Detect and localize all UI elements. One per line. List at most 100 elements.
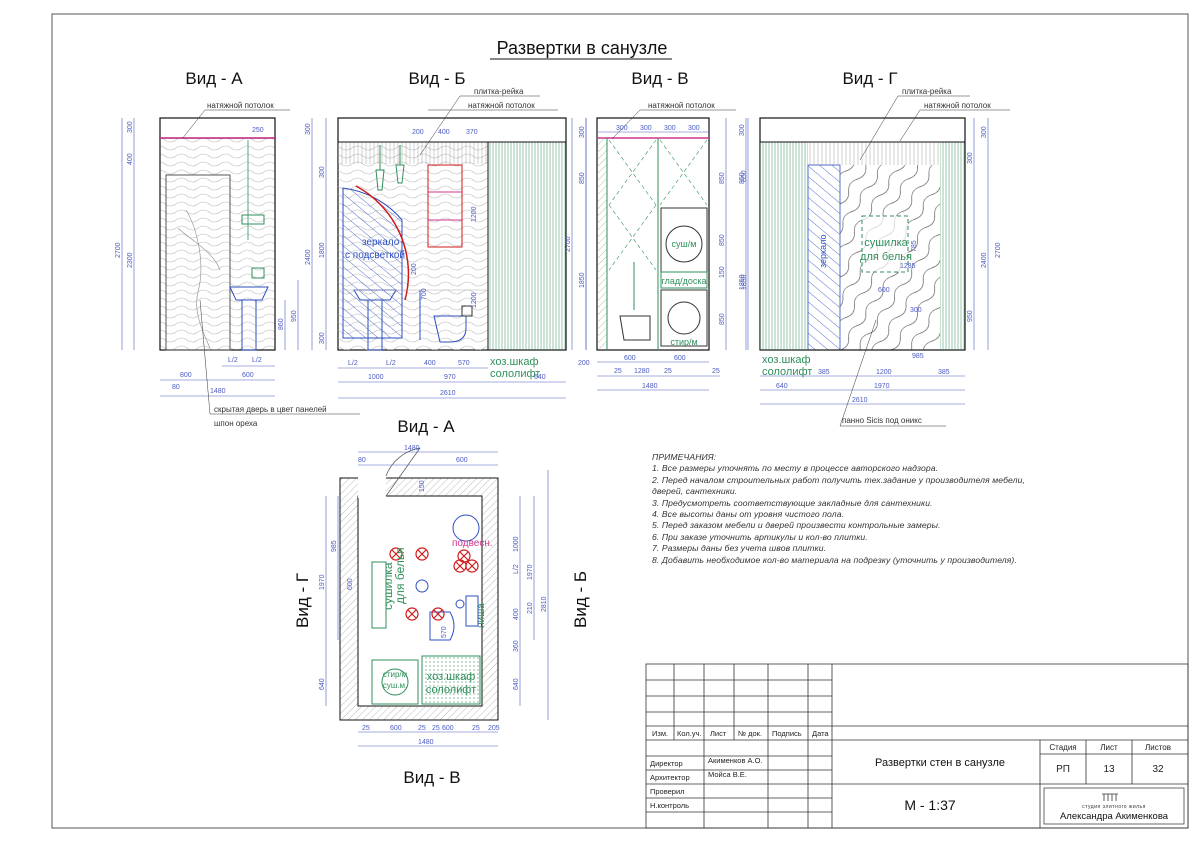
svg-text:Лист: Лист [710, 729, 727, 738]
svg-text:360: 360 [513, 640, 520, 652]
svg-text:985: 985 [912, 353, 924, 360]
view-v-title: Вид - В [631, 69, 688, 88]
svg-text:850: 850 [739, 172, 746, 184]
svg-text:200: 200 [411, 263, 418, 275]
svg-text:Подпись: Подпись [772, 729, 802, 738]
svg-text:плитка-рейка: плитка-рейка [902, 87, 952, 96]
svg-text:1480: 1480 [642, 383, 658, 390]
towel-dryer-label-1: сушилка [864, 237, 908, 249]
svg-text:300: 300 [688, 125, 700, 132]
svg-text:950: 950 [967, 310, 974, 322]
svg-text:700: 700 [421, 288, 428, 300]
mirror-label-g: зеркало [818, 234, 828, 268]
view-g-title: Вид - Г [842, 69, 897, 88]
svg-text:1480: 1480 [210, 388, 226, 395]
svg-text:2810: 2810 [541, 596, 548, 612]
svg-text:Акименков А.О.: Акименков А.О. [708, 756, 763, 765]
svg-text:натяжной потолок: натяжной потолок [468, 101, 535, 110]
svg-text:L/2: L/2 [386, 360, 396, 367]
view-g-dims: 300 2700 300 2400 950 785 1285 600 300 9… [741, 118, 1002, 405]
notes-block: ПРИМЕЧАНИЯ: 1. Все размеры уточнять по м… [652, 452, 1092, 566]
svg-text:13: 13 [1103, 764, 1115, 775]
svg-text:850: 850 [719, 172, 726, 184]
sheet-frame [51, 13, 1189, 829]
svg-text:570: 570 [441, 626, 448, 638]
svg-text:2700: 2700 [565, 236, 572, 252]
svg-text:80: 80 [358, 457, 366, 464]
svg-text:150: 150 [719, 266, 726, 278]
svg-text:25: 25 [664, 368, 672, 375]
svg-text:400: 400 [438, 129, 450, 136]
mirror [342, 187, 403, 339]
svg-text:600: 600 [242, 372, 254, 379]
floor-plan [339, 447, 499, 721]
svg-text:600: 600 [674, 355, 686, 362]
svg-text:32: 32 [1152, 764, 1164, 775]
svg-text:250: 250 [252, 127, 264, 134]
note-6: 6. При заказе уточнить артикулы и кол-во… [652, 531, 868, 542]
callouts: натяжной потолок плитка-рейка натяжной п… [181, 87, 1010, 428]
svg-text:№ док.: № док. [738, 729, 762, 738]
svg-text:РП: РП [1056, 764, 1070, 775]
svg-text:300: 300 [664, 125, 676, 132]
svg-text:25: 25 [418, 725, 426, 732]
svg-text:300: 300 [305, 123, 312, 135]
svg-text:Архитектор: Архитектор [650, 773, 690, 782]
svg-text:натяжной потолок: натяжной потолок [207, 101, 274, 110]
plan-view-a-title: Вид - А [397, 417, 455, 436]
svg-text:210: 210 [527, 602, 534, 614]
washer-label-v: стир/м [670, 337, 697, 347]
notes-title: ПРИМЕЧАНИЯ: [652, 452, 717, 462]
svg-text:Лист: Лист [1100, 743, 1118, 752]
svg-text:400: 400 [424, 360, 436, 367]
svg-text:1480: 1480 [418, 739, 434, 746]
note-5: 5. Перед заказом мебели и дверей произве… [652, 520, 941, 531]
view-a-title: Вид - А [185, 69, 243, 88]
svg-text:950: 950 [291, 310, 298, 322]
svg-text:205: 205 [488, 725, 500, 732]
mirror-light-label: с подсветкой [345, 250, 405, 261]
svg-text:300: 300 [319, 166, 326, 178]
svg-text:1970: 1970 [319, 574, 326, 590]
svg-text:2700: 2700 [995, 242, 1002, 258]
svg-text:850: 850 [719, 234, 726, 246]
svg-text:640: 640 [776, 383, 788, 390]
svg-text:1850: 1850 [579, 272, 586, 288]
svg-text:Мойса В.Е.: Мойса В.Е. [708, 770, 747, 779]
svg-text:850: 850 [719, 313, 726, 325]
svg-text:2400: 2400 [981, 252, 988, 268]
svg-text:640: 640 [534, 374, 546, 381]
svg-text:400: 400 [513, 608, 520, 620]
cabinet-plan-label: хоз.шкаф [427, 671, 476, 683]
svg-text:25: 25 [712, 368, 720, 375]
cabinet-label-b: хоз.шкаф [490, 356, 539, 368]
svg-text:200: 200 [412, 129, 424, 136]
svg-text:студия элитного жилья: студия элитного жилья [1082, 804, 1146, 810]
svg-text:L/2: L/2 [348, 360, 358, 367]
note-3: 3. Предусмотреть соответствующие закладн… [652, 497, 933, 508]
svg-text:400: 400 [127, 153, 134, 165]
stage-values: РП 13 32 [1056, 764, 1164, 775]
svg-text:Александра Акименкова: Александра Акименкова [1060, 811, 1169, 822]
note-4: 4. Все высоты даны от уровня чистого пол… [652, 509, 845, 520]
towel-dryer-plan-1: сушилка [381, 562, 395, 610]
svg-text:2400: 2400 [305, 249, 312, 265]
svg-text:Проверил: Проверил [650, 787, 685, 796]
svg-text:300: 300 [967, 152, 974, 164]
svg-text:600: 600 [624, 355, 636, 362]
towel-dryer-plan-2: для белья [393, 547, 407, 604]
svg-text:985: 985 [331, 540, 338, 552]
svg-text:640: 640 [319, 678, 326, 690]
svg-text:300: 300 [981, 126, 988, 138]
svg-text:300: 300 [640, 125, 652, 132]
svg-text:80: 80 [172, 384, 180, 391]
title-block [645, 663, 1189, 829]
svg-text:600: 600 [390, 725, 402, 732]
cabinet-label-g: хоз.шкаф [762, 354, 811, 366]
svg-text:640: 640 [513, 678, 520, 690]
svg-text:Директор: Директор [650, 759, 683, 768]
sololift-plan-label: сололифт [426, 684, 476, 696]
svg-text:1800: 1800 [319, 242, 326, 258]
niche-label: ниша [476, 603, 487, 628]
